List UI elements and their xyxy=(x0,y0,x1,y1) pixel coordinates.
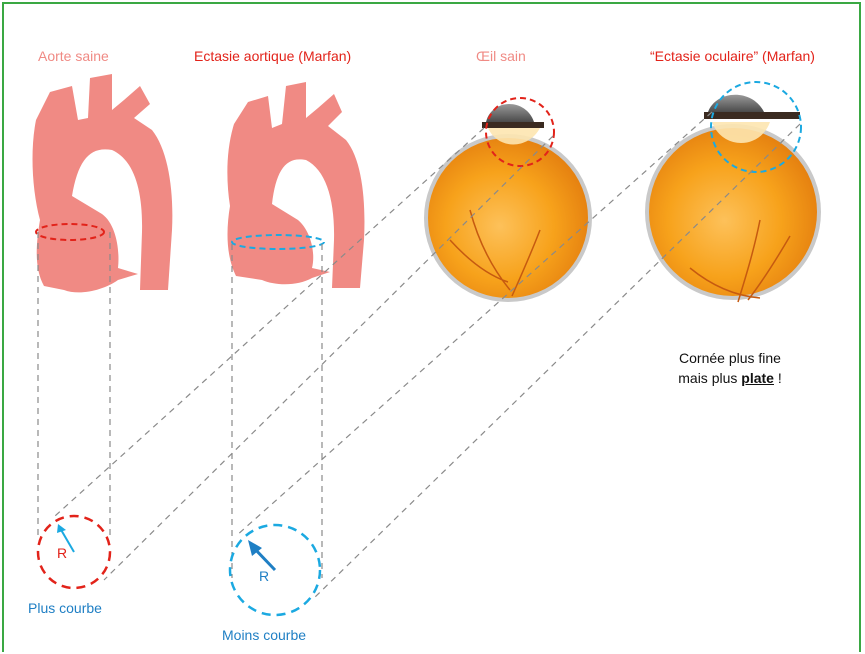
small-radius-label: R xyxy=(57,545,67,561)
aorta-ectasia xyxy=(227,82,364,288)
cornea-note-emphasis: plate xyxy=(741,370,774,386)
caption-plus-courbe: Plus courbe xyxy=(28,600,102,616)
caption-moins-courbe: Moins courbe xyxy=(222,627,306,643)
large-radius-label: R xyxy=(259,568,269,584)
eye-healthy xyxy=(426,104,590,300)
eye-ectasia xyxy=(647,95,819,302)
cornea-note-line2: mais plus plate ! xyxy=(655,368,805,388)
cornea-note-line1: Cornée plus fine xyxy=(655,348,805,368)
cornea-note-suffix: ! xyxy=(774,370,782,386)
aorta-healthy xyxy=(33,74,173,292)
cornea-note: Cornée plus fine mais plus plate ! xyxy=(655,348,805,388)
cornea-note-prefix: mais plus xyxy=(678,370,741,386)
